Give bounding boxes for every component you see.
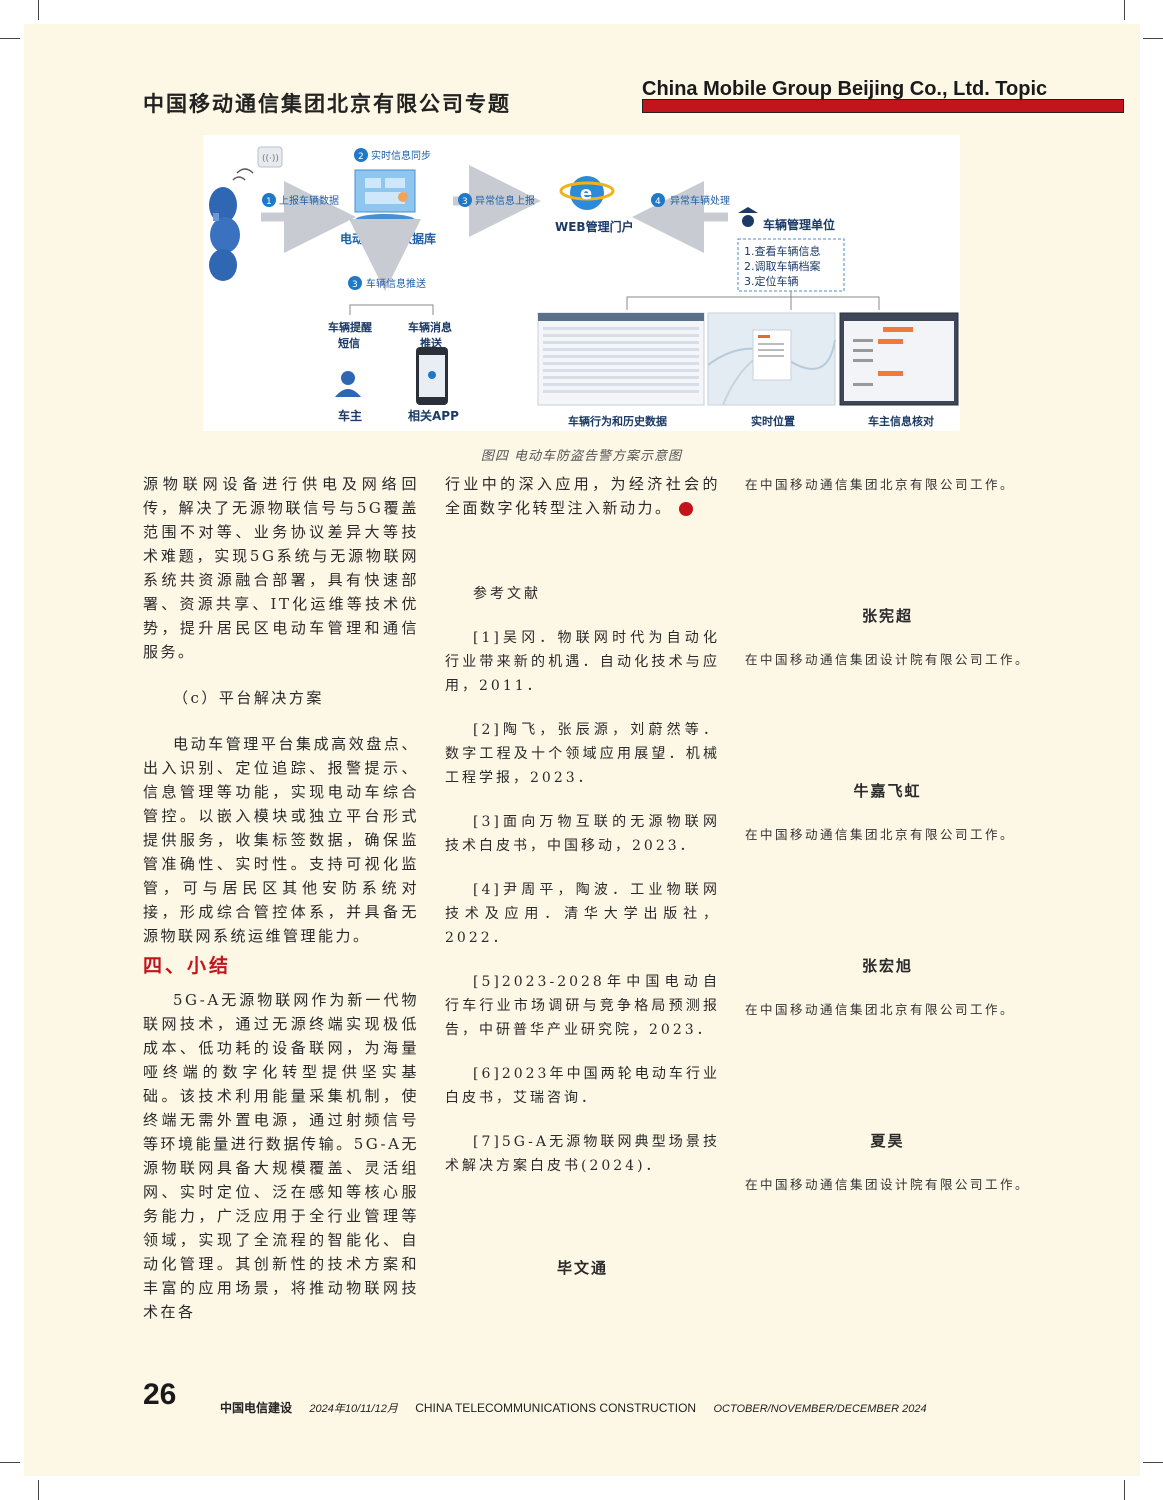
header-title-cn: 中国移动通信集团北京有限公司专题 (143, 92, 511, 116)
author-affiliation: 在中国移动通信集团北京有限公司工作。 (745, 827, 1016, 842)
step-2-label: 实时信息同步 (371, 149, 431, 162)
end-mark-icon (678, 502, 693, 516)
user-icon (335, 371, 361, 397)
crop-mark (1124, 1480, 1125, 1500)
reference-item: [3]面向万物互联的无源物联网技术白皮书，中国移动，2023． (445, 814, 720, 854)
references-title: 参考文献 (473, 586, 541, 602)
figure-diagram: ((·)) 1 上报车辆数据 2 实时信息同步 电动车实时数据库 3 异常信息上… (203, 135, 960, 431)
reference-item: [1]吴冈．物联网时代为自动化行业带来新的机遇．自动化技术与应用，2011． (445, 630, 720, 694)
owner-label: 车主 (338, 408, 362, 423)
svg-text:3: 3 (352, 280, 358, 290)
crop-mark (38, 1480, 39, 1500)
page-number: 26 (143, 1378, 177, 1411)
push-label-1: 车辆消息 (408, 320, 452, 334)
anti-theft-diagram: ((·)) 1 上报车辆数据 2 实时信息同步 电动车实时数据库 3 异常信息上… (209, 146, 959, 428)
svg-text:4: 4 (655, 197, 661, 207)
journal-name-cn: 中国电信建设 (220, 1401, 293, 1415)
author-affiliation: 在中国移动通信集团设计院有限公司工作。 (745, 1177, 1031, 1192)
figure-caption: 图四 电动车防盗告警方案示意图 (480, 449, 683, 464)
history-label: 车辆行为和历史数据 (568, 414, 667, 428)
reference-item: [7]5G-A无源物联网典型场景技术解决方案白皮书(2024)． (445, 1134, 720, 1174)
author-affiliation: 在中国移动通信集团北京有限公司工作。 (745, 1002, 1016, 1017)
tag-reader-icon (257, 146, 283, 168)
author-name: 牛嘉飞虹 (853, 782, 922, 800)
header-title-en: China Mobile Group Beijing Co., Ltd. Top… (642, 78, 1048, 100)
paragraph-text: 行业中的深入应用，为经济社会的全面数字化转型注入新动力。 (445, 475, 720, 517)
police-icon (738, 207, 758, 227)
paragraph: 电动车管理平台集成高效盘点、出入识别、定位追踪、报警提示、信息管理等功能，实现电… (143, 735, 419, 945)
reference-item: [4]尹周平，陶波．工业物联网技术及应用．清华大学出版社，2022． (445, 882, 720, 946)
journal-name-en: CHINA TELECOMMUNICATIONS CONSTRUCTION (415, 1401, 697, 1415)
crop-mark (1143, 38, 1163, 39)
author-affiliation: 在中国移动通信集团北京有限公司工作。 (745, 477, 1016, 492)
column-3: 在中国移动通信集团北京有限公司工作。 张宪超 在中国移动通信集团设计院有限公司工… (745, 473, 1030, 1196)
crop-mark (1124, 0, 1125, 20)
crop-mark (38, 0, 39, 20)
crop-mark (0, 1462, 20, 1463)
reference-item: [5]2023-2028年中国电动自行车行业市场调研与竞争格局预测报告，中研普华… (445, 974, 720, 1038)
sms-label-1: 车辆提醒 (328, 320, 372, 334)
verify-label: 车主信息核对 (868, 414, 934, 428)
svg-text:e: e (580, 183, 592, 204)
svg-text:2: 2 (358, 152, 364, 162)
crop-mark (0, 38, 20, 39)
issue-date-cn: 2024年10/11/12月 (309, 1403, 398, 1415)
step-3-label: 异常信息上报 (475, 194, 535, 207)
paragraph: 源物联网设备进行供电及网络回传，解决了无源物联信号与5G覆盖范围不对等、业务协议… (143, 475, 419, 661)
svg-text:((·)): ((·)) (262, 154, 279, 164)
reference-item: [6]2023年中国两轮电动车行业白皮书，艾瑞咨询． (445, 1066, 720, 1106)
portal-label: WEB管理门户 (555, 219, 634, 234)
task-1: 1.查看车辆信息 (744, 244, 821, 258)
app-label: 相关APP (408, 408, 459, 423)
subsection-heading: （c）平台解决方案 (173, 689, 324, 707)
scooter-icon (209, 168, 254, 281)
column-2: 行业中的深入应用，为经济社会的全面数字化转型注入新动力。 参考文献 [1]吴冈．… (445, 472, 720, 1280)
paragraph: 5G-A无源物联网作为新一代物联网技术，通过无源终端实现极低成本、低功耗的设备联… (143, 991, 419, 1321)
author-name: 毕文通 (556, 1259, 608, 1277)
svg-text:1: 1 (266, 197, 272, 207)
issue-date-en: OCTOBER/NOVEMBER/DECEMBER 2024 (713, 1403, 927, 1415)
paragraph: 行业中的深入应用，为经济社会的全面数字化转型注入新动力。 (445, 472, 720, 520)
map-screenshot (707, 312, 836, 406)
task-3: 3.定位车辆 (744, 274, 799, 288)
author-name: 夏昊 (870, 1132, 905, 1150)
author-name: 张宪超 (861, 607, 913, 625)
browser-icon: e (559, 176, 615, 210)
svg-text:3: 3 (462, 197, 468, 207)
author-affiliation: 在中国移动通信集团设计院有限公司工作。 (745, 652, 1031, 667)
step-4-label: 异常车辆处理 (670, 194, 730, 207)
header-red-bar (642, 99, 1124, 113)
task-2: 2.调取车辆档案 (744, 259, 821, 273)
section-heading: 四、小结 (143, 955, 232, 977)
location-label: 实时位置 (751, 414, 795, 428)
verify-screenshot (839, 312, 959, 406)
column-1: 源物联网设备进行供电及网络回传，解决了无源物联信号与5G覆盖范围不对等、业务协议… (143, 472, 419, 1324)
crop-mark (1143, 1462, 1163, 1463)
step-1-label: 上报车辆数据 (279, 194, 339, 207)
reference-item: [2]陶飞，张辰源，刘蔚然等．数字工程及十个领域应用展望．机械工程学报，2023… (445, 722, 720, 786)
sms-label-2: 短信 (338, 336, 360, 350)
push-label-2: 推送 (420, 336, 443, 350)
step-5-label: 车辆信息推送 (366, 277, 426, 290)
author-name: 张宏旭 (861, 957, 913, 975)
database-label: 电动车实时数据库 (340, 231, 436, 246)
footer: 中国电信建设 2024年10/11/12月 CHINA TELECOMMUNIC… (220, 1399, 941, 1416)
unit-label: 车辆管理单位 (763, 217, 835, 232)
history-table-screenshot (537, 312, 705, 406)
database-screen-icon (354, 169, 416, 226)
phone-icon (416, 347, 448, 405)
